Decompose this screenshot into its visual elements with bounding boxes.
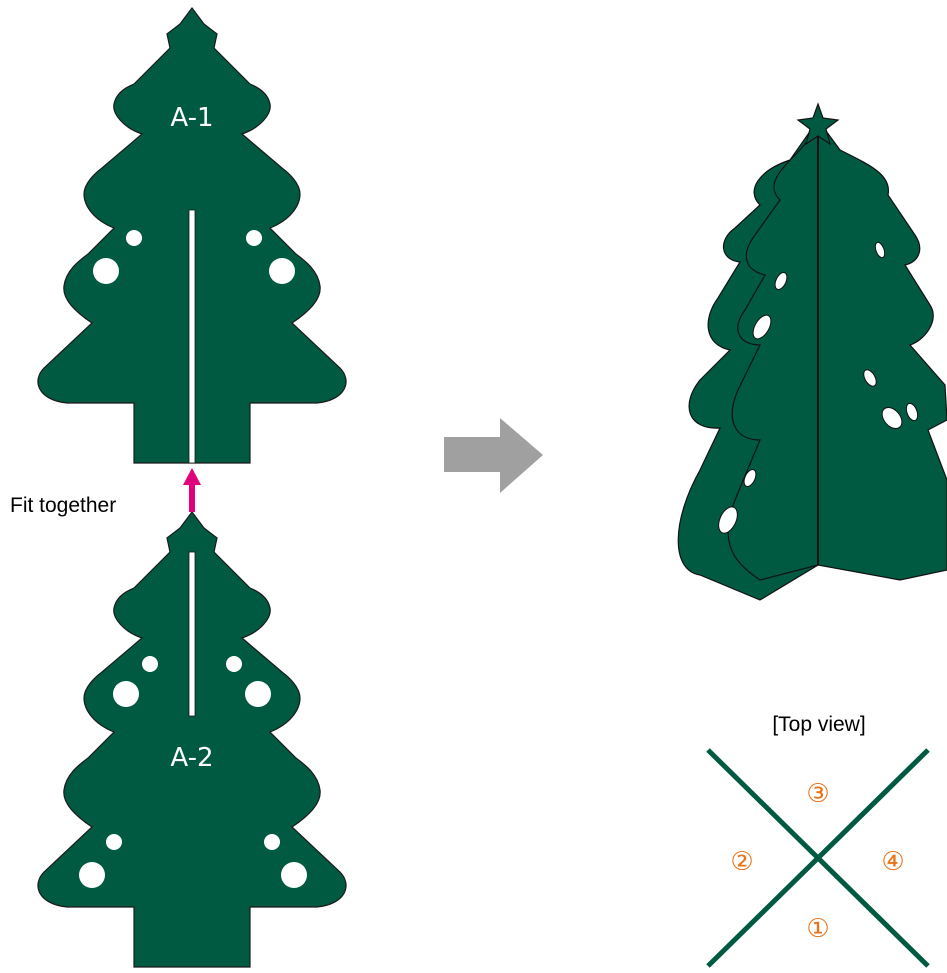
tree-piece-a2 bbox=[37, 511, 347, 968]
slot-from-bottom bbox=[188, 209, 196, 464]
top-view-title: [Top view] bbox=[772, 713, 865, 736]
right-arrow bbox=[444, 418, 543, 493]
quadrant-3-label: ③ bbox=[806, 779, 829, 809]
quadrant-4-label: ④ bbox=[881, 847, 904, 877]
quadrant-2-label: ② bbox=[730, 847, 753, 877]
instruction-text: Fit together bbox=[10, 494, 116, 517]
assembled-tree bbox=[677, 102, 947, 601]
fit-arrow bbox=[183, 468, 201, 512]
quadrant-1-label: ① bbox=[806, 914, 829, 944]
tree-piece-a1 bbox=[37, 7, 347, 464]
piece-label-a1: A-1 bbox=[170, 103, 213, 133]
slot-from-top bbox=[188, 551, 196, 717]
piece-label-a2: A-2 bbox=[170, 743, 213, 773]
top-view-cross bbox=[706, 748, 930, 968]
